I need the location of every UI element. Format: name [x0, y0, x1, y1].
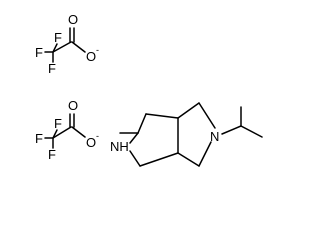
atom-o-minus: O — [86, 49, 96, 64]
bond-ch2-right-top-to-n — [198, 102, 216, 129]
trifluoroacetate-anion-top: F F F O O - — [35, 12, 99, 76]
negative-charge: - — [96, 131, 99, 141]
atom-f-top: F — [54, 30, 62, 45]
atom-f-left: F — [35, 45, 43, 60]
bond-ch-to-ch3-right — [240, 125, 263, 138]
bond-n-to-ch2-right-bottom — [198, 141, 212, 167]
bond-carbonyl-c-to-o-minus — [71, 41, 86, 53]
bond-nh-to-ch2-bottom — [129, 150, 141, 167]
bond-cf3-c-to-carbonyl-c — [52, 126, 72, 139]
atom-f-bottom: F — [48, 147, 56, 162]
bond-spiro-to-ch2-right-top — [177, 102, 200, 119]
bond-ch2-top-to-ch2 — [137, 113, 147, 134]
atom-n: N — [210, 129, 219, 144]
atom-f-left: F — [35, 131, 43, 146]
bond-cf3-c-to-f-top — [52, 129, 58, 139]
bond-nh-to-ch2-top — [129, 132, 139, 144]
bond-cf3-c-to-carbonyl-c — [52, 41, 72, 53]
atom-o-carbonyl: O — [68, 12, 78, 27]
atom-f-bottom: F — [48, 61, 56, 76]
negative-charge: - — [96, 45, 99, 55]
atom-o-carbonyl: O — [68, 98, 78, 113]
bond-ch2-to-spiro-left — [145, 113, 179, 119]
bond-carbonyl-c-to-o-minus — [71, 126, 86, 138]
bond-ch2-right-bottom-to-spiro — [177, 152, 200, 167]
bond-n-to-ch — [221, 125, 242, 135]
atom-o-minus: O — [86, 135, 96, 150]
molecule-canvas: F F F O O - F F F O O - — [35, 12, 263, 167]
trifluoroacetate-anion-bottom: F F F O O - — [35, 98, 99, 162]
diazaspiro-cation: NH N — [110, 102, 263, 167]
atom-nh: NH — [110, 139, 129, 154]
bond-cf3-c-to-f-top — [52, 43, 58, 53]
bond-ch2-bottom-to-spiro — [139, 152, 179, 167]
atom-f-top: F — [54, 116, 62, 131]
